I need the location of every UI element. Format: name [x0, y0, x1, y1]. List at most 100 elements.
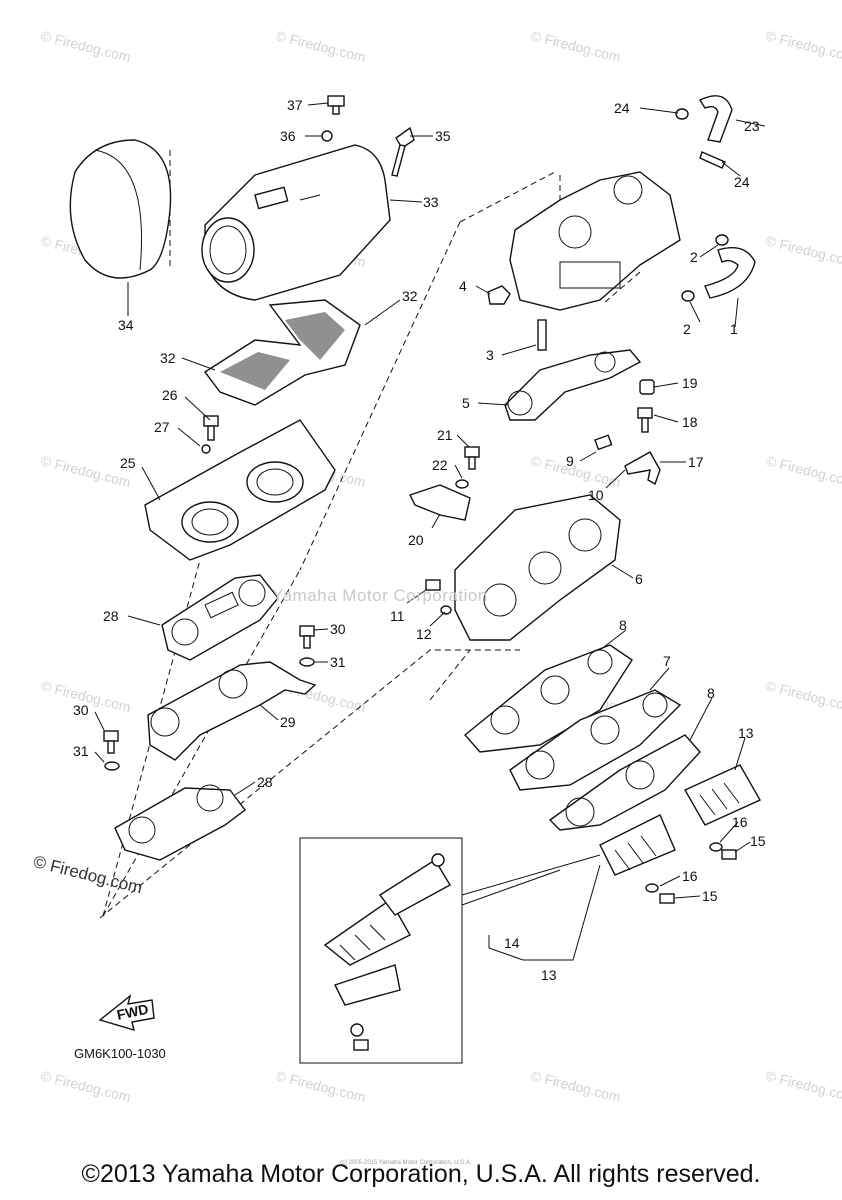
fwd-label: FWD [115, 1001, 150, 1023]
cap-part-19 [639, 379, 655, 395]
callout-30-right: 30 [330, 621, 346, 637]
callout-20: 20 [408, 532, 424, 548]
callout-6: 6 [635, 571, 643, 587]
callout-21: 21 [437, 427, 453, 443]
callout-8-lower: 8 [707, 685, 715, 701]
reed-valve-part-13-right [684, 764, 761, 826]
bolt-part-11 [425, 579, 441, 591]
intake-manifold-part-6 [454, 494, 621, 641]
center-watermark: Yamaha Motor Corporation [272, 586, 488, 605]
callout-36: 37 [287, 97, 303, 113]
callout-8-upper: 8 [619, 617, 627, 633]
hose-part-23 [698, 95, 733, 143]
clamp-part-2-lower [681, 290, 695, 302]
callout-32-upper: 32 [402, 288, 418, 304]
callout-23: 23 [744, 118, 760, 134]
callout-16-left: 16 [682, 868, 698, 884]
air-duct-part-34 [69, 139, 172, 279]
fine-print: (c) 2005-2015 Yamaha Motor Corporation, … [340, 1160, 472, 1166]
callout-17: 17 [688, 454, 704, 470]
callout-10: 10 [588, 487, 604, 503]
carburetor-assembly [509, 171, 681, 311]
screw-part-26 [203, 415, 219, 441]
callout-7: 7 [663, 653, 671, 669]
washer-part-31-left [104, 761, 120, 771]
nut-part-4 [487, 285, 511, 305]
bolt-part-9 [594, 434, 613, 451]
intake-silencer-part-33 [201, 144, 391, 301]
bolt-part-21 [464, 446, 480, 470]
callout-2-upper: 2 [690, 249, 698, 265]
firedog-watermark: © Firedog.com [39, 27, 132, 65]
firedog-watermark: © Firedog.com [529, 27, 622, 65]
plug-part-36 [327, 95, 345, 115]
plate-part-29 [147, 661, 317, 761]
callout-9: 9 [566, 453, 574, 469]
clamp-part-24-lower [699, 151, 726, 169]
clamp-part-2-upper [715, 234, 729, 246]
callout-29: 29 [280, 714, 296, 730]
bracket-part-20 [409, 484, 471, 521]
callout-37: 36 [280, 128, 296, 144]
bolt-part-35 [391, 126, 415, 177]
callout-22: 22 [432, 457, 448, 473]
callout-13-lower: 13 [541, 967, 557, 983]
diagram-code: GM6K100-1030 [74, 1046, 166, 1061]
callout-24-lower: 24 [734, 174, 750, 190]
callout-15-left: 15 [702, 888, 718, 904]
leader-lines [94, 102, 766, 961]
gasket-part-28-lower [114, 784, 246, 861]
arrester-case-part-25 [144, 419, 336, 561]
screw-part-15-left [659, 893, 675, 904]
clamp-part-24-upper [675, 108, 689, 120]
callout-5: 5 [462, 395, 470, 411]
washer-part-12 [440, 605, 452, 615]
bracket-part-17 [624, 451, 661, 486]
washer-part-27 [201, 444, 211, 454]
firedog-watermark: © Firedog.com [764, 677, 842, 715]
callout-27: 27 [154, 419, 170, 435]
o-ring-part-37 [321, 130, 333, 142]
callout-2-lower: 2 [683, 321, 691, 337]
gasket-part-8-upper [463, 644, 633, 753]
callout-31-left: 31 [73, 743, 89, 759]
hose-part-1 [704, 247, 756, 299]
callout-16-right: 16 [732, 814, 748, 830]
callout-11: 11 [390, 608, 405, 624]
gasket-part-8-lower [548, 734, 701, 831]
callout-34: 34 [118, 317, 134, 333]
callout-4: 4 [459, 278, 467, 294]
callout-19: 19 [682, 375, 698, 391]
callout-28-upper: 28 [103, 608, 119, 624]
callout-25: 25 [120, 455, 136, 471]
callout-30-left: 30 [73, 702, 89, 718]
gasket-part-28-upper [161, 574, 279, 661]
firedog-watermark: © Firedog.com [764, 232, 842, 270]
callout-1: 1 [730, 321, 738, 337]
firedog-watermark: © Firedog.com [274, 1067, 367, 1105]
callout-35: 35 [435, 128, 451, 144]
reed-plate-part-7 [509, 689, 682, 791]
callout-18: 18 [682, 414, 698, 430]
washer-part-16-right [709, 842, 723, 852]
copyright-notice: ©2013 Yamaha Motor Corporation, U.S.A. A… [81, 1160, 761, 1188]
callout-32-lower: 32 [160, 350, 176, 366]
screw-part-15-right [721, 849, 737, 860]
bolt-part-30-right [299, 625, 315, 649]
gasket-part-5 [504, 349, 642, 421]
firedog-watermark: © Firedog.com [274, 27, 367, 65]
flame-arrester-part-32 [203, 299, 361, 406]
callout-12: 12 [416, 626, 432, 642]
washer-part-22 [455, 479, 469, 489]
firedog-watermark: © Firedog.com [529, 452, 622, 490]
firedog-watermark: © Firedog.com [39, 452, 132, 490]
callout-33: 33 [423, 194, 439, 210]
callout-15-right: 15 [750, 833, 766, 849]
callout-numbers: 37 36 35 33 34 32 32 26 27 25 28 30 31 2… [73, 97, 766, 983]
bolt-part-18 [637, 407, 653, 433]
firedog-watermark: © Firedog.com [764, 452, 842, 490]
firedog-watermark: © Firedog.com [764, 27, 842, 65]
callout-24-upper: 24 [614, 100, 630, 116]
